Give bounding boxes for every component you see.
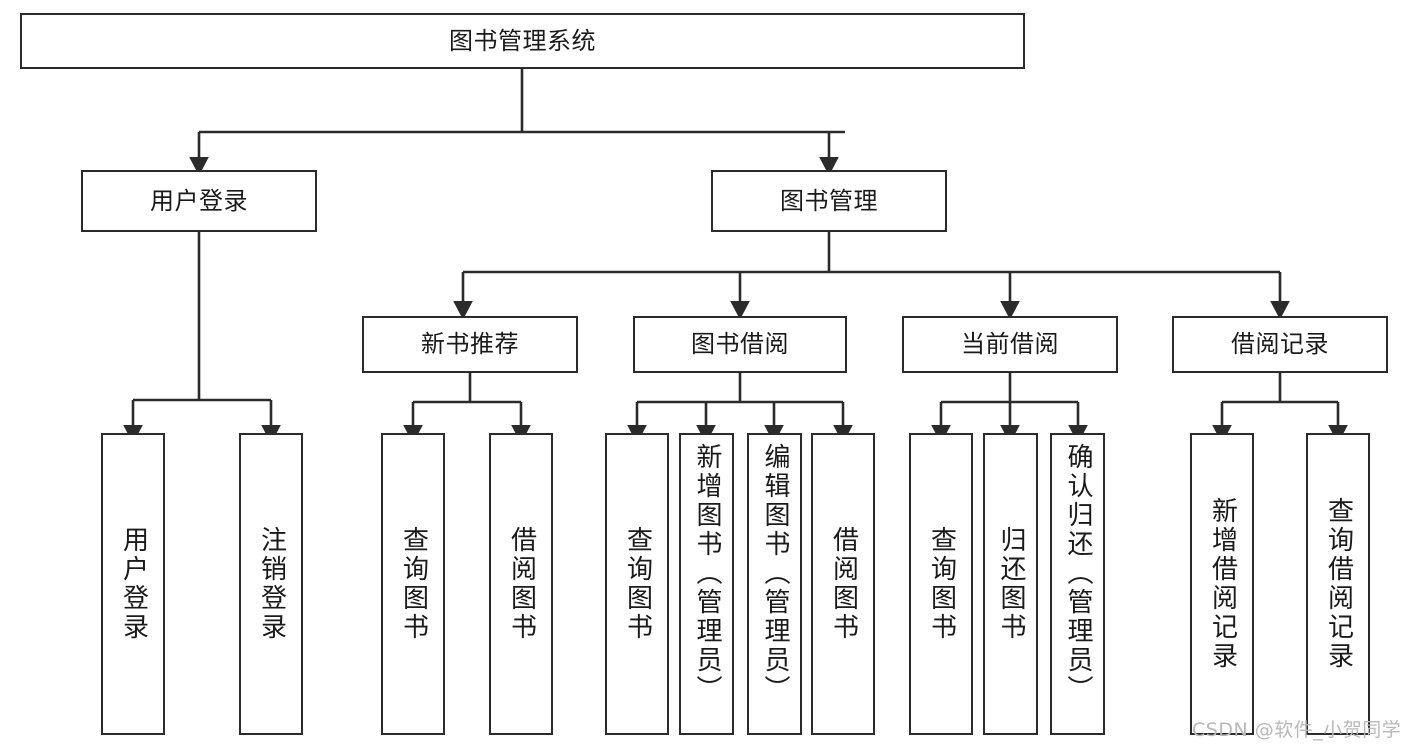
node-label: 查询图书	[926, 526, 957, 642]
node-label: 注销登录	[256, 526, 287, 642]
node-current-borrow[interactable]: 当前借阅	[902, 316, 1118, 373]
csdn-watermark: CSDN @软件_小贺同学	[1192, 719, 1402, 741]
leaf-query-borrow-record[interactable]: 查询借阅记录	[1306, 433, 1370, 735]
node-label: 查询图书	[398, 526, 429, 642]
leaf-return-book[interactable]: 归还图书	[983, 433, 1038, 735]
node-label: 查询图书	[622, 526, 653, 642]
node-root-book-management-system[interactable]: 图书管理系统	[20, 13, 1025, 69]
node-new-book-recommend[interactable]: 新书推荐	[362, 316, 578, 373]
node-label: 新增图书（管理员）	[692, 443, 723, 704]
leaf-confirm-return-admin[interactable]: 确认归还（管理员）	[1050, 433, 1105, 735]
node-label: 归还图书	[996, 526, 1027, 642]
node-label: 用户登录	[150, 186, 248, 215]
leaf-query-book-recommend[interactable]: 查询图书	[381, 433, 445, 735]
node-label: 确认归还（管理员）	[1063, 443, 1094, 704]
node-label: 当前借阅	[961, 330, 1059, 359]
leaf-add-borrow-record[interactable]: 新增借阅记录	[1190, 433, 1254, 735]
leaf-borrow-book-recommend[interactable]: 借阅图书	[489, 433, 553, 735]
node-label: 借阅记录	[1231, 330, 1329, 359]
node-label: 图书管理系统	[449, 26, 596, 55]
node-label: 借阅图书	[828, 526, 859, 642]
node-label: 图书借阅	[691, 330, 789, 359]
node-book-management[interactable]: 图书管理	[711, 170, 947, 232]
node-label: 新增借阅记录	[1207, 497, 1238, 671]
node-label: 图书管理	[780, 186, 878, 215]
node-label: 编辑图书（管理员）	[760, 443, 791, 704]
node-label: 借阅图书	[506, 526, 537, 642]
node-label: 查询借阅记录	[1323, 497, 1354, 671]
leaf-query-book-current[interactable]: 查询图书	[909, 433, 973, 735]
leaf-user-logout[interactable]: 注销登录	[239, 433, 303, 735]
node-label: 用户登录	[118, 526, 149, 642]
leaf-add-book-admin[interactable]: 新增图书（管理员）	[679, 433, 734, 735]
node-book-borrow[interactable]: 图书借阅	[633, 316, 847, 373]
node-user-login[interactable]: 用户登录	[81, 170, 317, 232]
node-borrow-record[interactable]: 借阅记录	[1172, 316, 1388, 373]
node-label: 新书推荐	[421, 330, 519, 359]
leaf-query-book-borrow[interactable]: 查询图书	[605, 433, 669, 735]
leaf-borrow-book[interactable]: 借阅图书	[811, 433, 875, 735]
leaf-edit-book-admin[interactable]: 编辑图书（管理员）	[747, 433, 802, 735]
leaf-user-login[interactable]: 用户登录	[101, 433, 165, 735]
